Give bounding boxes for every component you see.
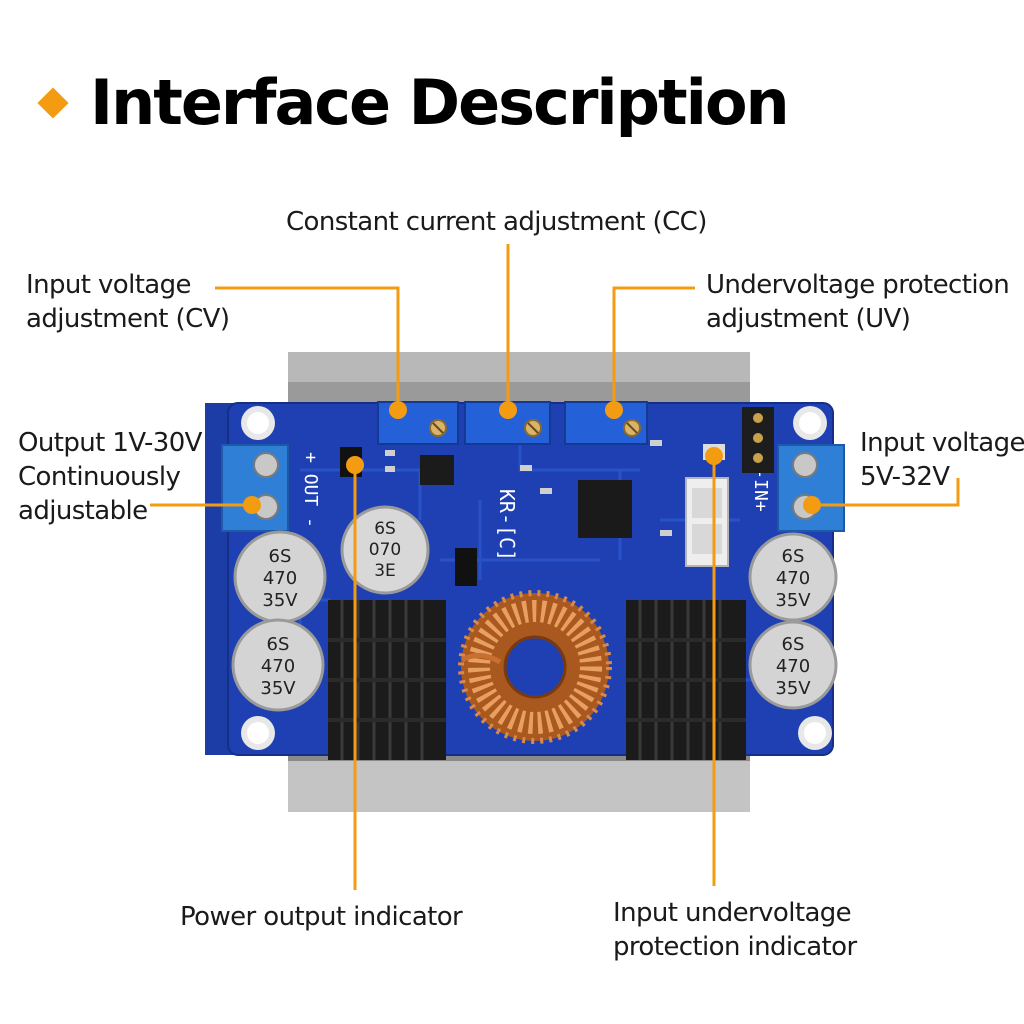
cap-text-2: 470 [263,568,297,589]
label-output: Output 1V-30V Continuously adjustable [18,426,202,528]
leader-uv [612,286,695,410]
model-text: KR-[C] [495,489,519,561]
cap-text-3: 35V [775,678,811,699]
label-line: Input voltage [860,428,1024,458]
dot-uv [605,401,623,419]
label-input-voltage: Input voltage 5V-32V [860,426,1024,494]
cap-text-3: 35V [262,590,298,611]
label-line: 5V-32V [860,462,950,492]
capacitor-left-top: 6S 470 35V [233,530,327,624]
cap-text-3: 35V [775,590,811,611]
dot-input [803,496,821,514]
label-line: Output 1V-30V [18,428,202,458]
label-line: Input undervoltage [613,898,852,928]
label-line: adjustment (UV) [706,304,911,334]
dot-power-indicator [346,456,364,474]
label-line: Undervoltage protection [706,270,1010,300]
label-line: Input voltage [26,270,192,300]
capacitor-right-top: 6S 470 35V [748,532,838,622]
label-line: Continuously [18,462,181,492]
title-row: Interface Description [36,58,790,148]
dot-cc [499,401,517,419]
out-terminal-text: + OUT - [300,452,321,528]
cap-text-1: 6S [782,634,805,655]
cap-text-2: 470 [776,656,810,677]
label-power-output-indicator: Power output indicator [180,900,463,934]
in-terminal-text: -IN+ [750,468,771,512]
leader-lines [150,244,960,890]
leader-dots [243,401,821,514]
cap-text-1: 6S [267,634,290,655]
label-constant-current: Constant current adjustment (CC) [286,205,707,239]
leader-input [812,478,960,507]
label-line: protection indicator [613,932,857,962]
heatsink-left [328,600,446,760]
input-terminal-block [777,444,845,532]
smd-components [340,407,774,586]
capacitor-small: 6S 070 3E [340,505,430,595]
cap-text-1: 6S [782,546,805,567]
mounting-holes [241,406,832,750]
cap-text-3: 35V [260,678,296,699]
leader-cv [215,286,400,410]
small-cap-text-1: 6S [374,519,396,539]
label-line: adjustment (CV) [26,304,230,334]
small-cap-text-2: 070 [369,540,401,560]
cap-text-2: 470 [261,656,295,677]
label-input-undervoltage-indicator: Input undervoltage protection indicator [613,896,857,964]
dot-undervoltage-indicator [705,447,723,465]
small-cap-text-3: 3E [374,561,396,581]
capacitor-left-bottom: 6S 470 35V [231,618,325,712]
heatsink-right [626,600,746,760]
cap-text-2: 470 [776,568,810,589]
cap-text-1: 6S [269,546,292,567]
toroid-inductor [458,590,612,744]
dot-output [243,496,261,514]
label-line: Power output indicator [180,902,463,932]
label-undervoltage-adjust: Undervoltage protection adjustment (UV) [706,268,1010,336]
page-title: Interface Description [90,66,790,139]
output-terminal-block [221,444,289,532]
label-input-voltage-adjust: Input voltage adjustment (CV) [26,268,230,336]
capacitor-right-bottom: 6S 470 35V [748,620,838,710]
label-line: adjustable [18,496,148,526]
label-constant-current-text: Constant current adjustment (CC) [286,207,707,237]
dot-cv [389,401,407,419]
